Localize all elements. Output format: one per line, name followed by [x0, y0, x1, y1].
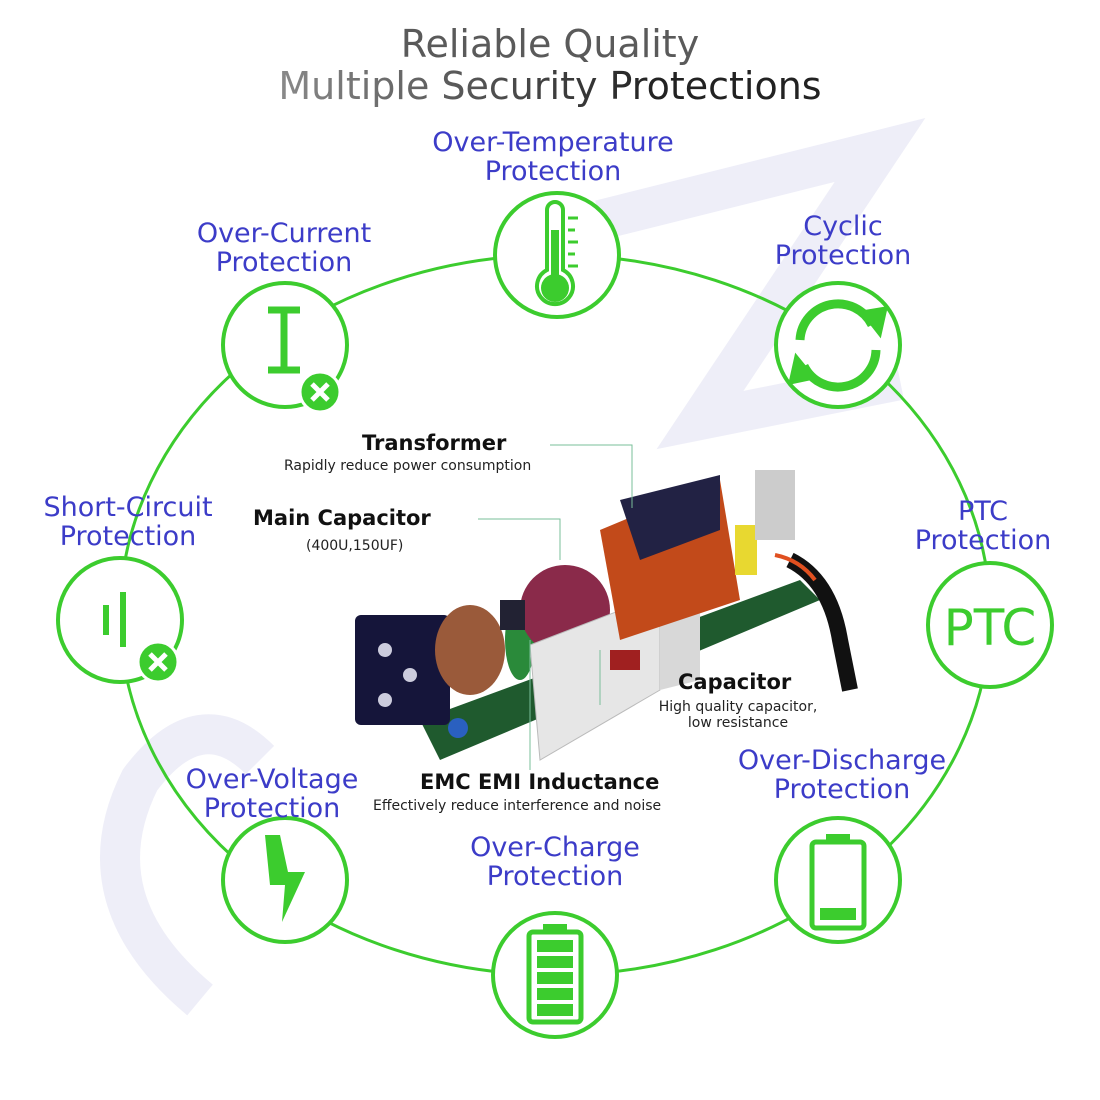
- capacitor-title: Capacitor: [678, 670, 792, 694]
- watermark: [100, 118, 926, 1016]
- emc-desc: Effectively reduce interference and nois…: [373, 798, 662, 814]
- low-battery-circle: [774, 816, 902, 944]
- low-battery-icon: [809, 834, 867, 931]
- ptc-icon: PTC: [944, 599, 1037, 657]
- cyclic-arrows-icon: [788, 299, 888, 392]
- transformer-desc: Rapidly reduce power consumption: [284, 458, 532, 474]
- main-capacitor-title: Main Capacitor: [253, 506, 431, 530]
- leader-lines: [478, 444, 633, 770]
- lightning-icon: [265, 835, 305, 922]
- full-battery-icon: [526, 924, 584, 1025]
- ptc-circle: [926, 561, 1054, 689]
- current-x-icon: [268, 306, 342, 414]
- short-circuit-icon: [103, 592, 180, 684]
- circuit-board-image: [355, 470, 858, 761]
- thermometer-icon: [535, 200, 578, 307]
- title-line-2: Multiple Security Protections: [0, 64, 1100, 108]
- main-capacitor-desc: (400U,150UF): [306, 538, 404, 554]
- title-line-1: Reliable Quality: [400, 22, 700, 66]
- transformer-title: Transformer: [362, 431, 507, 455]
- capacitor-desc: High quality capacitor,low resistance: [658, 699, 818, 731]
- emc-title: EMC EMI Inductance: [420, 770, 660, 794]
